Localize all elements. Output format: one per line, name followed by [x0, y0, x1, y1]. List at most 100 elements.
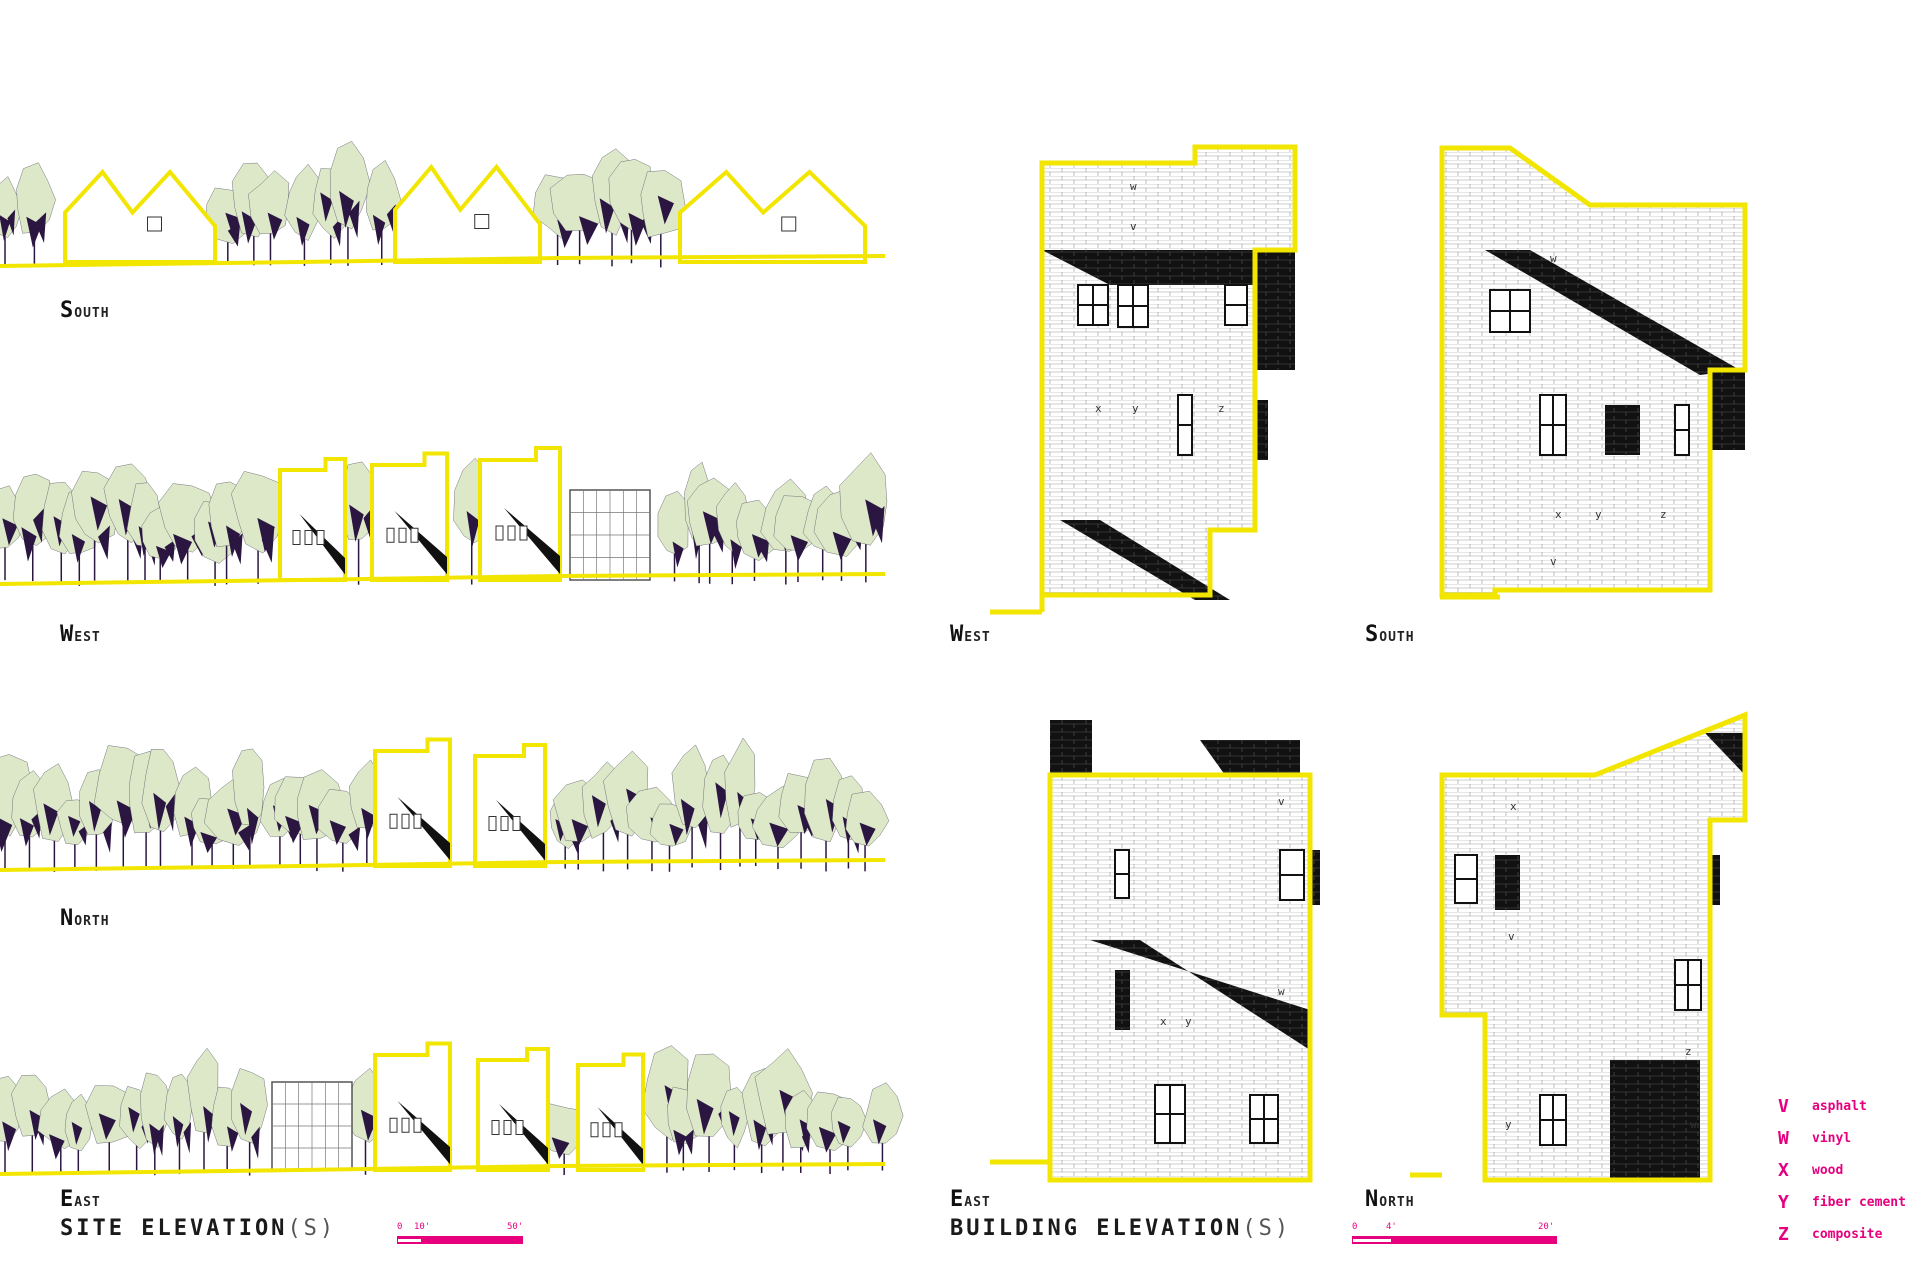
legend-key: X	[1778, 1159, 1789, 1181]
tree-shadow	[801, 1128, 811, 1154]
window	[413, 1117, 422, 1133]
window	[515, 1120, 524, 1135]
legend-label: fiber cement	[1812, 1194, 1906, 1210]
window	[389, 1117, 398, 1133]
window	[512, 816, 521, 831]
tree-shadow	[225, 525, 241, 558]
material-tag: v	[1278, 795, 1285, 808]
tree-shadow	[153, 792, 167, 831]
shadow-band	[1710, 370, 1745, 450]
scale-tick: 20'	[1538, 1222, 1555, 1232]
tree-canopy	[284, 163, 324, 241]
window	[304, 530, 313, 545]
tree-shadow	[21, 527, 37, 562]
window	[602, 1122, 611, 1138]
material-tag: z	[1218, 402, 1225, 415]
tree-shadow	[2, 518, 18, 546]
material-tag: w	[1130, 180, 1137, 193]
legend-key: V	[1778, 1095, 1789, 1117]
tree-shadow	[49, 1134, 65, 1160]
house-outline	[473, 743, 547, 868]
material-tag: v	[1550, 555, 1557, 568]
window	[503, 1120, 512, 1135]
tree-shadow	[251, 1126, 260, 1159]
legend-label: vinyl	[1812, 1130, 1852, 1146]
tree-canopy	[64, 1093, 93, 1152]
window	[401, 1117, 410, 1133]
site-title-text: SITE ELEVATION	[60, 1216, 288, 1241]
shadow-band	[1200, 740, 1300, 775]
legend-key: Z	[1778, 1223, 1789, 1245]
tree-shadow	[578, 216, 599, 245]
house-outline	[373, 737, 452, 868]
window	[488, 816, 497, 831]
window	[389, 813, 398, 829]
material-tag: y	[1132, 402, 1139, 415]
window	[316, 530, 325, 545]
tree-shadow	[673, 1129, 687, 1156]
tree-shadow	[657, 195, 674, 225]
tree-shadow	[149, 1123, 161, 1156]
building-title-text: BUILDING ELEVATION	[950, 1216, 1243, 1241]
tree-shadow	[103, 821, 112, 853]
tree-shadow	[669, 823, 684, 846]
window	[590, 1122, 599, 1138]
shadow-band	[1255, 400, 1268, 460]
building-elevation-title: BUILDING ELEVATION(S)	[950, 1216, 1291, 1241]
scale-tick: 4'	[1386, 1222, 1397, 1232]
building-outline	[1439, 711, 1748, 1183]
tree-shadow	[128, 1107, 140, 1133]
house-shadow	[397, 1101, 450, 1165]
tree-shadow	[320, 192, 333, 222]
tree-shadow	[372, 214, 386, 245]
tree-shadow	[702, 511, 722, 545]
tree-shadow	[684, 1129, 694, 1155]
house-shadow	[394, 511, 447, 575]
tree-shadow	[200, 831, 218, 854]
ground-line	[990, 1159, 1053, 1180]
legend-label: asphalt	[1812, 1098, 1867, 1114]
material-tag: x	[1555, 508, 1562, 521]
material-tag: x	[1095, 402, 1102, 415]
tree-shadow	[165, 794, 175, 832]
tree-shadow	[790, 535, 809, 562]
window	[614, 1122, 623, 1138]
tree-shadow	[329, 820, 347, 846]
scale-bar-fill	[1352, 1236, 1557, 1244]
material-tag: z	[1660, 508, 1667, 521]
house-outline	[393, 163, 542, 264]
house-outline	[370, 451, 449, 582]
house-shadow	[397, 797, 450, 861]
tree-shadow	[871, 506, 885, 544]
window	[401, 813, 410, 829]
house-outline	[678, 169, 867, 264]
tree-shadow	[88, 801, 102, 832]
tree-shadow	[203, 1105, 215, 1143]
window	[398, 527, 407, 543]
tree-shadow	[769, 822, 789, 847]
tree-shadow	[818, 1126, 837, 1153]
tree-shadow	[261, 528, 275, 563]
tree-shadow	[296, 216, 310, 247]
ground-line	[0, 254, 886, 268]
tree-shadow	[466, 510, 480, 548]
window	[495, 525, 504, 541]
tree-shadow	[98, 1113, 116, 1140]
tree-shadow	[173, 533, 193, 565]
tree-shadow	[238, 823, 252, 851]
material-tag: w	[1278, 985, 1285, 998]
tree-shadow	[227, 222, 241, 247]
tree-shadow	[257, 517, 275, 553]
site-elevation-title: SITE ELEVATION(S)	[60, 1216, 336, 1241]
tree-shadow	[43, 803, 59, 836]
scale-tick: 0	[397, 1222, 403, 1232]
tree-shadow	[599, 198, 615, 234]
legend-label: composite	[1812, 1226, 1883, 1242]
